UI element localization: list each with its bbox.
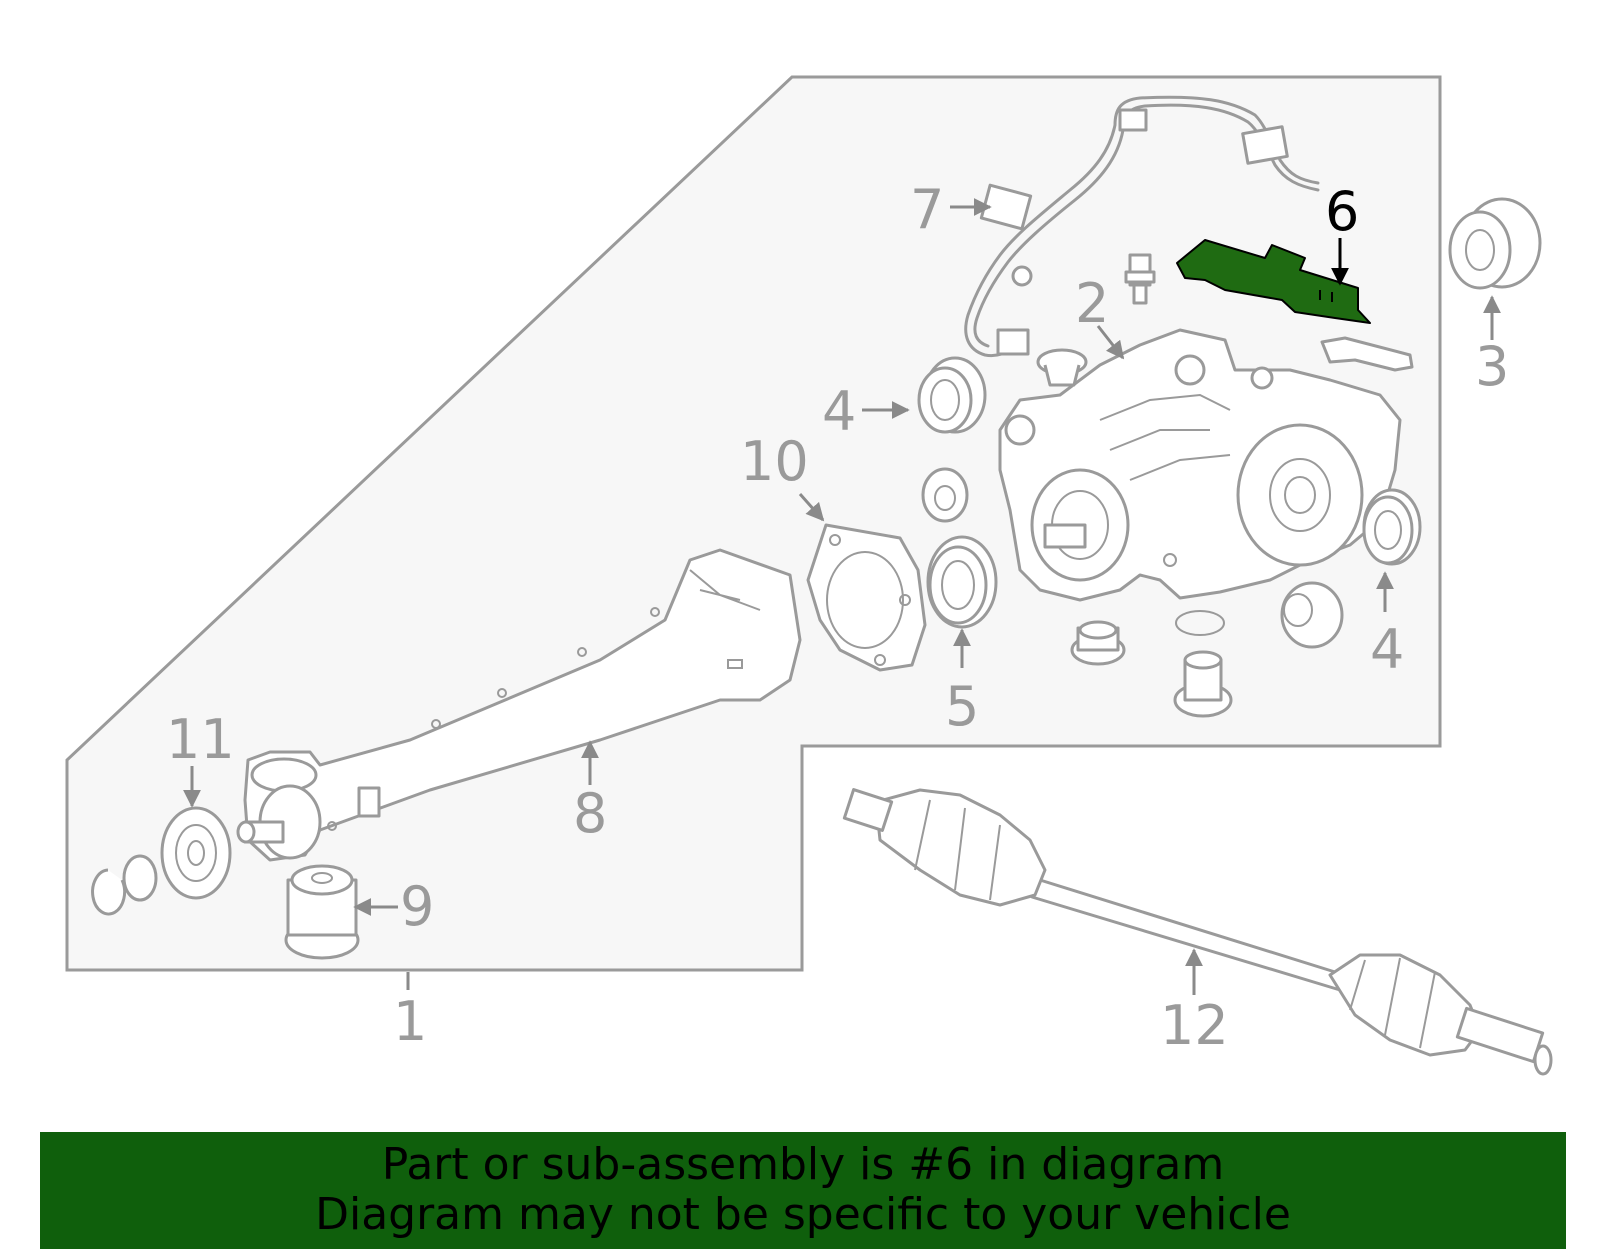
bushing-3 (1448, 197, 1542, 290)
axle-carrier-8 (236, 548, 802, 862)
callout-5: 5 (945, 675, 979, 738)
banner-line-1: Part or sub-assembly is #6 in diagram (381, 1139, 1225, 1190)
callout-10: 10 (740, 430, 809, 493)
callout-8: 8 (573, 782, 607, 845)
gasket-10 (806, 523, 927, 672)
seal-4-upper (917, 356, 987, 434)
callout-11: 11 (166, 708, 235, 771)
parts-diagram: 7 6 2 3 4 10 4 5 11 8 9 1 12 (65, 75, 1553, 1076)
differential-housing (998, 328, 1402, 602)
callout-6: 6 (1325, 180, 1359, 243)
seal-4-right (1362, 488, 1422, 566)
sensor-bolt (1124, 253, 1156, 305)
small-plugs (921, 348, 1344, 718)
banner-line-2: Diagram may not be specific to your vehi… (315, 1189, 1291, 1240)
highlighted-part-6 (1176, 239, 1371, 324)
seal-5 (926, 535, 998, 629)
callout-4-right: 4 (1370, 618, 1404, 681)
callout-4-upper: 4 (822, 380, 856, 443)
callout-12: 12 (1160, 994, 1229, 1057)
callout-3: 3 (1475, 335, 1509, 398)
callout-7: 7 (910, 178, 944, 241)
wiring-harness (964, 95, 1320, 358)
cover-plate (1320, 336, 1414, 372)
leader-arrow-2 (1096, 325, 1125, 360)
half-shaft-12 (842, 788, 1553, 1076)
bushing-9 (284, 864, 360, 960)
info-banner: Part or sub-assembly is #6 in diagram Di… (40, 1132, 1566, 1249)
bearing-11 (91, 806, 232, 916)
callout-2: 2 (1075, 272, 1109, 335)
callout-1: 1 (393, 990, 427, 1053)
callout-9: 9 (400, 875, 434, 938)
leader-arrow-10 (798, 493, 825, 522)
